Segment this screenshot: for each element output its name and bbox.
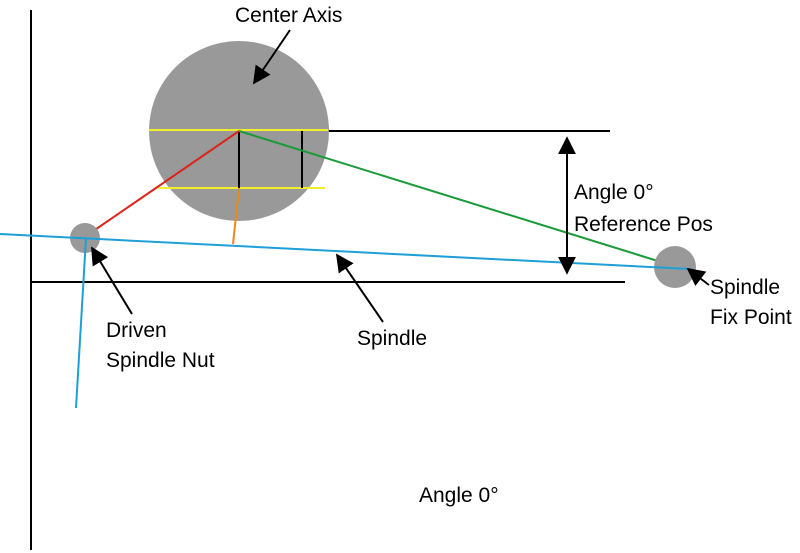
green-arm [238, 130, 675, 267]
driven-nut-label-line2: Spindle Nut [106, 349, 215, 372]
spindle-nut-drop-line [75, 237, 87, 409]
angle-reference-label-line1: Angle 0° [574, 181, 654, 204]
angle-reference-label-line2: Reference Pos [574, 213, 713, 236]
fix-point-pointer-arrow [686, 267, 710, 286]
orange-arm [232, 187, 240, 245]
caption-label: Angle 0° [419, 484, 499, 507]
spindle-fix-label-line1: Spindle [710, 276, 780, 299]
driven-nut-pointer-arrow [91, 246, 133, 315]
spindle-fix-node [654, 246, 696, 288]
driven-nut-label-line1: Driven [106, 319, 167, 342]
red-arm [85, 130, 240, 237]
spindle-fix-label-line2: Fix Point [710, 306, 792, 329]
center-axis-label: Center Axis [235, 4, 342, 27]
spindle-label: Spindle [357, 327, 427, 350]
spindle-pointer-arrow [335, 253, 384, 323]
center-axis-pointer-arrow [252, 29, 291, 85]
